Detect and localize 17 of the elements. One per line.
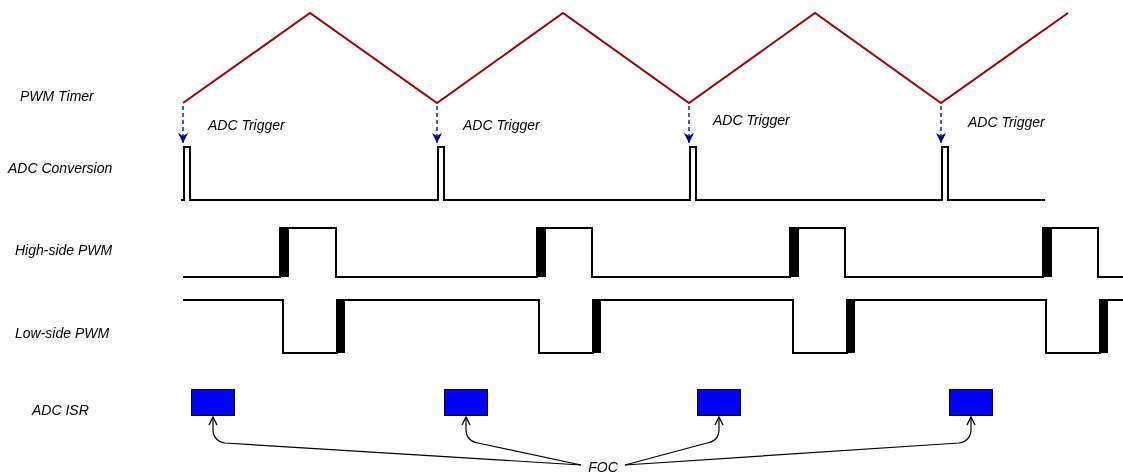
arrow xyxy=(461,416,582,466)
arrow xyxy=(624,416,976,466)
isr-block xyxy=(697,389,741,416)
trigger-label: ADC Trigger xyxy=(968,114,1045,130)
trigger-label: ADC Trigger xyxy=(713,112,790,128)
trigger-label: ADC Trigger xyxy=(463,117,540,133)
signal-label: ADC ISR xyxy=(32,402,89,418)
isr-block xyxy=(191,389,235,416)
signal-label: High-side PWM xyxy=(15,242,113,258)
signal-label: ADC Conversion xyxy=(8,160,113,176)
signal-label: PWM Timer xyxy=(20,88,94,104)
node-label: FOC xyxy=(583,459,623,475)
signal-label: Low-side PWM xyxy=(15,325,110,341)
arrow xyxy=(208,416,582,466)
isr-block xyxy=(444,389,488,416)
trigger-label: ADC Trigger xyxy=(208,117,285,133)
isr-block xyxy=(949,389,993,416)
